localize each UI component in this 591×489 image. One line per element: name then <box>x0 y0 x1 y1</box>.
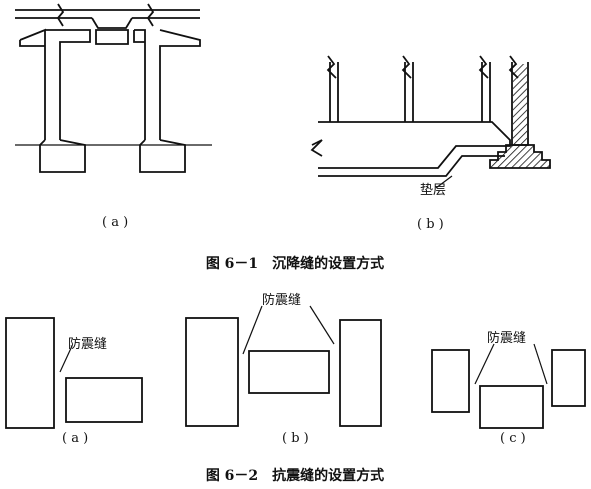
building-block-middle <box>479 385 544 429</box>
right-footing <box>139 139 186 173</box>
settlement-joint-panel-a <box>15 3 212 173</box>
building-block-middle <box>248 350 330 394</box>
left-bracket <box>19 28 46 140</box>
joint-leader-right <box>533 343 548 385</box>
fig2-caption: 图 6－2 抗震缝的设置方式 <box>206 467 384 484</box>
joint-leader-right <box>309 305 335 345</box>
joint-leader <box>59 345 73 373</box>
break-mark <box>326 55 337 79</box>
fig2-b-joint-label: 防震缝 <box>262 292 301 308</box>
cushion-label: 垫层 <box>420 182 446 198</box>
building-block-right <box>551 349 586 407</box>
fig2-panel-a-label: ( a ) <box>62 431 88 446</box>
break-mark <box>478 55 489 79</box>
joint-gap <box>91 17 133 29</box>
building-block-left <box>185 317 239 427</box>
break-mark <box>146 3 155 27</box>
cushion-leader <box>435 175 453 189</box>
column <box>481 62 491 122</box>
fig2-panel-b-label: ( b ) <box>282 431 309 446</box>
settlement-joint-panel-b <box>310 55 551 189</box>
seismic-joint-panel-b <box>185 305 382 427</box>
fig2-c-joint-label: 防震缝 <box>487 330 526 346</box>
wall-hatch <box>513 64 527 144</box>
fig1-panel-b-label: ( b ) <box>417 217 444 232</box>
break-mark <box>401 55 412 79</box>
joint-block <box>95 29 129 45</box>
left-footing <box>39 139 86 173</box>
break-mark <box>56 3 65 27</box>
building-block-tall <box>5 317 55 429</box>
left-column <box>45 29 91 140</box>
joint-leader-left <box>474 343 495 385</box>
stepped-footing <box>489 144 551 169</box>
column <box>404 62 414 122</box>
seismic-joint-panel-c <box>431 343 586 429</box>
column <box>329 62 339 122</box>
raft-slab <box>318 121 511 169</box>
cushion-layer <box>318 155 505 177</box>
right-column <box>159 29 201 140</box>
building-block-low <box>65 377 143 423</box>
building-block-right <box>339 319 382 427</box>
break-mark <box>310 139 323 157</box>
building-block-left <box>431 349 470 413</box>
fig1-caption: 图 6－1 沉降缝的设置方式 <box>206 255 384 272</box>
fig1-panel-a-label: ( a ) <box>102 215 128 230</box>
seismic-joint-panel-a <box>5 317 143 429</box>
right-bracket-inner <box>133 29 146 140</box>
joint-leader-left <box>242 305 263 355</box>
fig2-a-joint-label: 防震缝 <box>68 336 107 352</box>
fig2-panel-c-label: ( c ) <box>500 431 526 446</box>
